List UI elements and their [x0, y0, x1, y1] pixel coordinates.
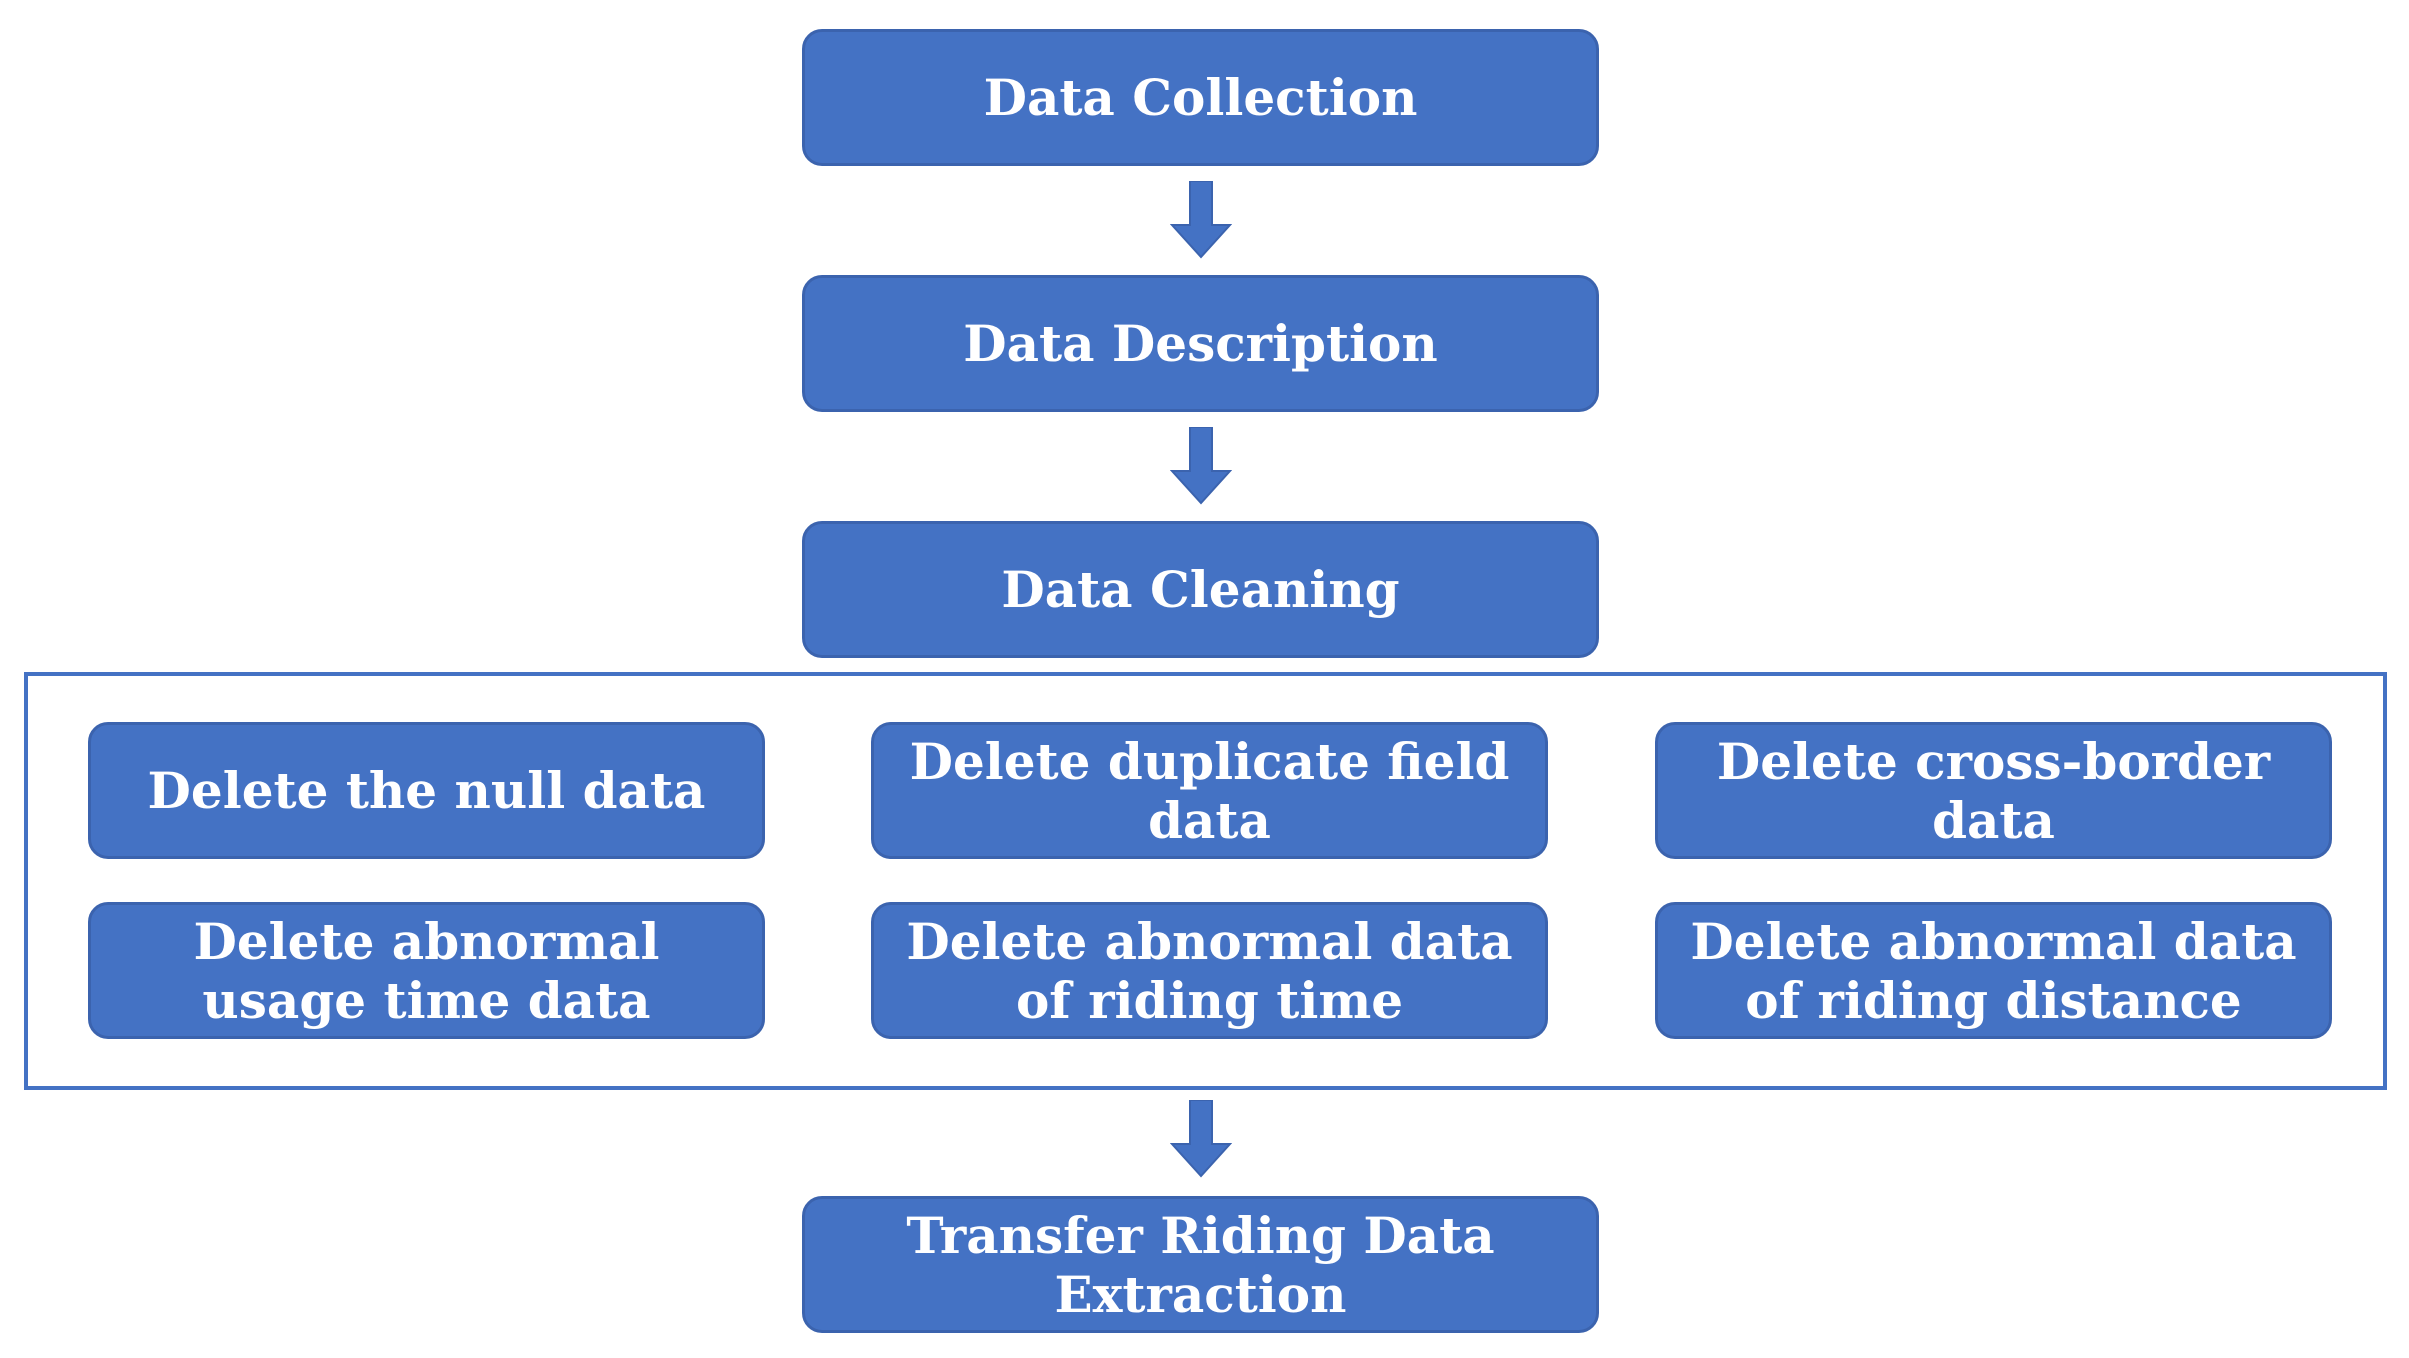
cleaning-task-box: Delete abnormal data of riding time — [871, 902, 1548, 1039]
cleaning-task-box: Delete duplicate field data — [871, 722, 1548, 859]
cleaning-task-label: Delete duplicate field data — [909, 731, 1510, 850]
arrow-down-icon — [1170, 181, 1232, 259]
data-collection-label: Data Collection — [983, 68, 1418, 127]
cleaning-task-box: Delete abnormal data of riding distance — [1655, 902, 2332, 1039]
arrow-down-icon — [1170, 427, 1232, 505]
cleaning-task-box: Delete the null data — [88, 722, 765, 859]
cleaning-tasks-frame — [24, 672, 2387, 1090]
data-description-box: Data Description — [802, 275, 1599, 412]
cleaning-task-label: Delete abnormal usage time data — [193, 911, 660, 1030]
arrow-down-icon — [1170, 1100, 1232, 1178]
cleaning-task-label: Delete abnormal data of riding distance — [1690, 911, 2297, 1030]
cleaning-task-box: Delete abnormal usage time data — [88, 902, 765, 1039]
cleaning-task-label: Delete abnormal data of riding time — [906, 911, 1513, 1030]
cleaning-task-label: Delete cross-border data — [1716, 731, 2271, 850]
data-description-label: Data Description — [963, 314, 1438, 373]
data-cleaning-box: Data Cleaning — [802, 521, 1599, 658]
data-extraction-label: Transfer Riding Data Extraction — [906, 1205, 1495, 1324]
cleaning-task-label: Delete the null data — [147, 761, 706, 820]
data-extraction-box: Transfer Riding Data Extraction — [802, 1196, 1599, 1333]
data-cleaning-label: Data Cleaning — [1001, 560, 1400, 619]
data-collection-box: Data Collection — [802, 29, 1599, 166]
cleaning-task-box: Delete cross-border data — [1655, 722, 2332, 859]
